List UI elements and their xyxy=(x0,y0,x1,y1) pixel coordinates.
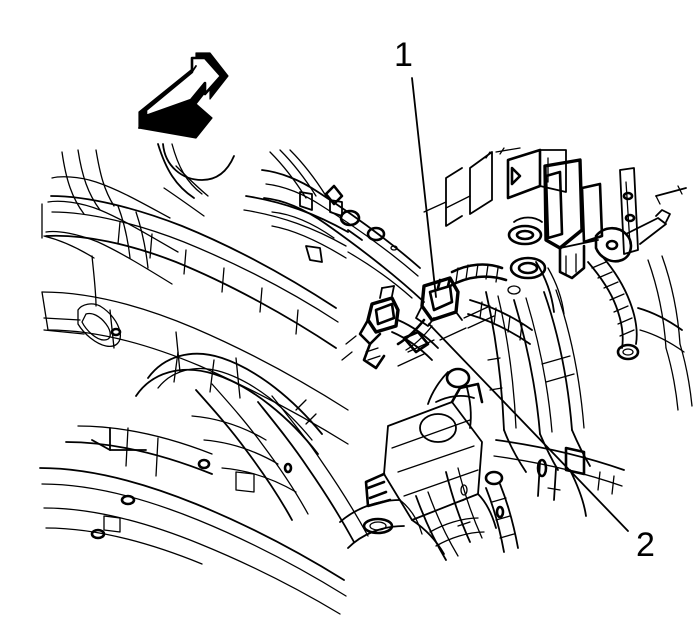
center-tube-assembly xyxy=(135,351,369,543)
leader-line-1 xyxy=(411,77,437,298)
right-edge-structure xyxy=(637,255,693,411)
cowl-crossmember xyxy=(261,149,425,303)
lower-left-members xyxy=(39,425,347,615)
leader-line-2 xyxy=(428,323,629,532)
left-rail-panel xyxy=(41,195,349,445)
upper-left-structure xyxy=(41,143,235,307)
center-panel-heatshield xyxy=(339,382,497,555)
vehicle-forward-direction-arrow xyxy=(138,52,229,139)
sensor-connector xyxy=(358,285,400,370)
callout-label-1: 1 xyxy=(394,36,413,74)
lower-center-brace xyxy=(415,467,519,561)
detail-hatching xyxy=(283,305,505,519)
harness-retainer-bracket xyxy=(391,319,472,429)
callout-label-2: 2 xyxy=(636,526,655,564)
callout-leader-lines xyxy=(411,77,629,532)
right-bracket-assembly xyxy=(423,147,687,295)
electrical-connector xyxy=(396,263,508,351)
right-lower-rails xyxy=(485,289,625,517)
right-corrugated-conduits xyxy=(467,255,640,361)
